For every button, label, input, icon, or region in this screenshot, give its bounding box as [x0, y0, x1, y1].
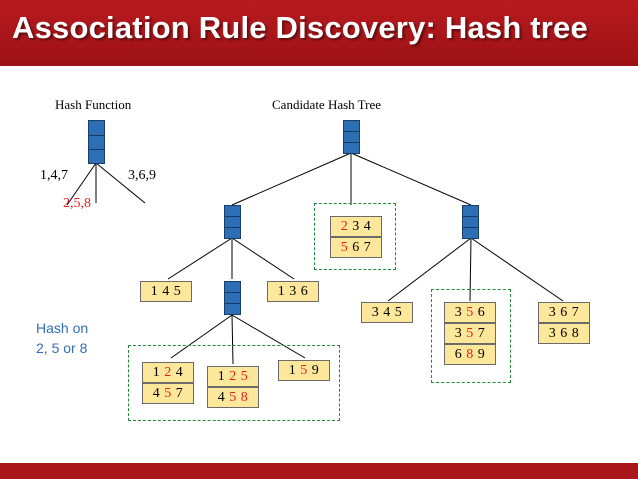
hash-function-node — [88, 120, 105, 164]
right-node — [462, 205, 479, 239]
item: 4 — [217, 390, 226, 405]
root-node — [343, 120, 360, 154]
item: 2 — [340, 219, 349, 234]
item: 5 — [240, 369, 249, 384]
item: 7 — [477, 326, 486, 341]
item: 3 — [454, 326, 463, 341]
edge-root-left — [231, 152, 352, 206]
edge-right-345 — [387, 237, 472, 302]
edge-mid-159 — [231, 314, 306, 359]
item: 1 — [152, 365, 161, 380]
item: 6 — [300, 284, 309, 299]
branch-label-369: 3,6,9 — [128, 168, 156, 183]
item: 8 — [466, 347, 474, 362]
item: 1 — [288, 363, 297, 378]
edge-root-right — [350, 152, 472, 206]
item: 6 — [560, 305, 568, 320]
edge-mid-125 — [231, 314, 234, 365]
item: 4 — [152, 386, 161, 401]
edge-right-356 — [469, 237, 472, 302]
hash-function-label: Hash Function — [55, 97, 132, 112]
item: 7 — [571, 305, 580, 320]
item: 1 — [217, 369, 226, 384]
edge-right-367 — [470, 237, 564, 302]
bottom-bar — [0, 463, 638, 479]
item: 7 — [175, 386, 184, 401]
candidate-tree-label: Candidate Hash Tree — [272, 97, 382, 112]
item: 9 — [311, 363, 320, 378]
item: 7 — [363, 240, 372, 255]
group-234 — [314, 203, 396, 270]
item: 4 — [383, 305, 391, 320]
hash-on-line2: 2, 5 or 8 — [36, 340, 88, 356]
item: 3 — [548, 326, 557, 341]
edge-hash-369 — [95, 162, 146, 204]
item: 2 — [229, 369, 237, 384]
item: 3 — [548, 305, 557, 320]
item: 6 — [352, 240, 360, 255]
title-bar: Association Rule Discovery: Hash tree — [0, 0, 638, 66]
left-node — [224, 205, 241, 239]
item: 9 — [477, 347, 486, 362]
item: 6 — [560, 326, 568, 341]
item: 3 — [454, 305, 463, 320]
hash-on-line1: Hash on — [36, 320, 89, 336]
item: 5 — [394, 305, 403, 320]
item: 5 — [466, 326, 474, 341]
hash-on-note: Hash on 2, 5 or 8 — [36, 318, 106, 358]
item: 6 — [454, 347, 463, 362]
item: 4 — [363, 219, 372, 234]
branch-label-258: 2,5,8 — [63, 196, 91, 211]
branch-label-147: 1,4,7 — [40, 168, 68, 183]
edge-left-145 — [167, 237, 233, 280]
item: 2 — [164, 365, 172, 380]
edge-left-136 — [231, 237, 295, 280]
item: 5 — [466, 305, 474, 320]
group-356 — [431, 289, 511, 383]
item: 1 — [277, 284, 286, 299]
item: 8 — [240, 390, 249, 405]
item: 4 — [175, 365, 184, 380]
item: 3 — [289, 284, 297, 299]
item: 3 — [371, 305, 380, 320]
item: 5 — [300, 363, 308, 378]
group-hash-258 — [128, 345, 340, 421]
item: 6 — [477, 305, 486, 320]
item: 3 — [352, 219, 360, 234]
item: 5 — [173, 284, 182, 299]
slide-title: Association Rule Discovery: Hash tree — [12, 10, 588, 45]
lower-mid-node — [224, 281, 241, 315]
item: 5 — [229, 390, 237, 405]
item: 4 — [162, 284, 170, 299]
item: 1 — [150, 284, 159, 299]
item: 5 — [164, 386, 172, 401]
edge-hash-147 — [66, 162, 97, 206]
edge-mid-124 — [170, 314, 233, 359]
item: 8 — [571, 326, 580, 341]
item: 5 — [340, 240, 349, 255]
